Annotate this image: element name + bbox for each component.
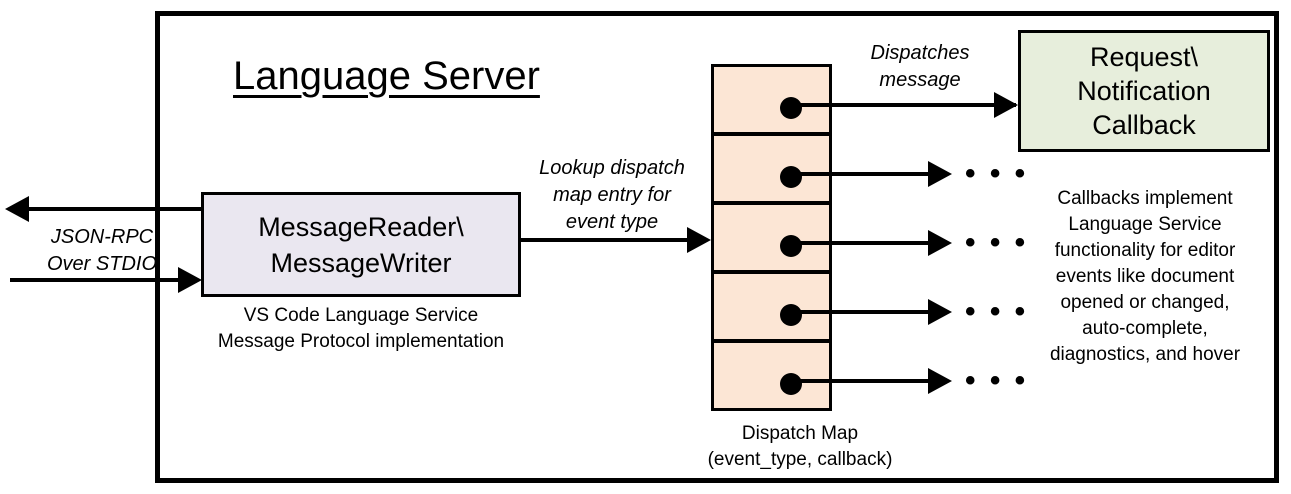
page-title: Language Server (233, 54, 540, 98)
message-reader-line2: MessageWriter (270, 247, 452, 278)
jsonrpc-label-line2: Over STDIO (46, 253, 157, 275)
lookup-dispatch-label: Lookup dispatch map entry for event type (512, 155, 712, 236)
jsonrpc-label-line1: JSON-RPC (50, 226, 154, 248)
dispatch-map-dot-3 (780, 235, 802, 257)
message-reader-line1: MessageReader\ (258, 211, 464, 242)
callback-caption-line5: opened or changed, (1060, 292, 1230, 313)
dispatch-map-cell-4[interactable] (711, 271, 832, 342)
dispatch-map-cell-3[interactable] (711, 202, 832, 273)
dispatches-label-line2: message (879, 69, 961, 91)
dispatch-map-caption-line2: (event_type, callback) (707, 449, 893, 470)
callback-caption-line7: diagnostics, and hover (1049, 344, 1241, 365)
jsonrpc-out-arrowhead-icon (5, 196, 29, 222)
dispatch-map-cell-1[interactable] (711, 64, 832, 135)
dispatch-arrowhead-icon-1 (994, 92, 1018, 118)
callback-caption: Callbacks implement Language Service fun… (1012, 186, 1278, 368)
jsonrpc-out-line (29, 207, 203, 211)
dispatch-arrow-line-4 (788, 310, 938, 314)
dispatch-map-dot-5 (780, 373, 802, 395)
dispatch-arrow-line-1 (788, 103, 1016, 107)
lookup-label-line3: event type (565, 211, 659, 233)
dispatch-arrowhead-icon-5 (928, 368, 952, 394)
message-reader-caption-line1: VS Code Language Service (243, 305, 479, 326)
callback-line3: Callback (1092, 110, 1196, 140)
dispatches-message-label: Dispatches message (830, 40, 1010, 94)
callback-caption-line1: Callbacks implement (1057, 188, 1233, 209)
dispatch-arrow-line-3 (788, 241, 938, 245)
callback-caption-line3: functionality for editor (1054, 240, 1236, 261)
lookup-dispatch-line (521, 238, 689, 242)
callback-caption-line6: auto-complete, (1082, 318, 1208, 339)
dispatch-map-caption: Dispatch Map (event_type, callback) (640, 421, 960, 473)
jsonrpc-in-arrowhead-icon (178, 267, 202, 293)
request-notification-callback-box[interactable]: Request\ Notification Callback (1018, 30, 1270, 152)
dispatch-arrowhead-icon-2 (928, 161, 952, 187)
dispatch-map-cell-5[interactable] (711, 340, 832, 411)
dispatch-arrowhead-icon-3 (928, 230, 952, 256)
dispatch-map (711, 64, 832, 411)
dispatch-arrow-line-2 (788, 172, 938, 176)
callback-caption-line2: Language Service (1068, 214, 1222, 235)
lookup-dispatch-arrowhead-icon (687, 227, 711, 253)
dispatch-ellipsis-2: • • • (965, 157, 1029, 190)
message-reader-caption-line2: Message Protocol implementation (217, 331, 505, 352)
lookup-label-line2: map entry for (553, 184, 671, 206)
dispatch-map-cell-2[interactable] (711, 133, 832, 204)
dispatch-arrow-line-5 (788, 379, 938, 383)
lookup-label-line1: Lookup dispatch (539, 157, 685, 179)
dispatch-map-dot-2 (780, 166, 802, 188)
dispatch-arrowhead-icon-4 (928, 299, 952, 325)
dispatch-ellipsis-5: • • • (965, 364, 1029, 397)
callback-line1: Request\ (1089, 42, 1199, 72)
message-reader-writer-box[interactable]: MessageReader\ MessageWriter (201, 192, 521, 297)
message-reader-caption: VS Code Language Service Message Protoco… (186, 303, 536, 355)
callback-line2: Notification (1077, 76, 1211, 106)
dispatch-map-dot-1 (780, 97, 802, 119)
jsonrpc-in-line (10, 278, 180, 282)
dispatch-map-dot-4 (780, 304, 802, 326)
dispatch-map-caption-line1: Dispatch Map (741, 423, 859, 444)
jsonrpc-edge-label: JSON-RPC Over STDIO (22, 224, 182, 278)
callback-caption-line4: events like document (1055, 266, 1235, 287)
language-server-boundary (155, 11, 1279, 483)
dispatches-label-line1: Dispatches (870, 42, 970, 64)
